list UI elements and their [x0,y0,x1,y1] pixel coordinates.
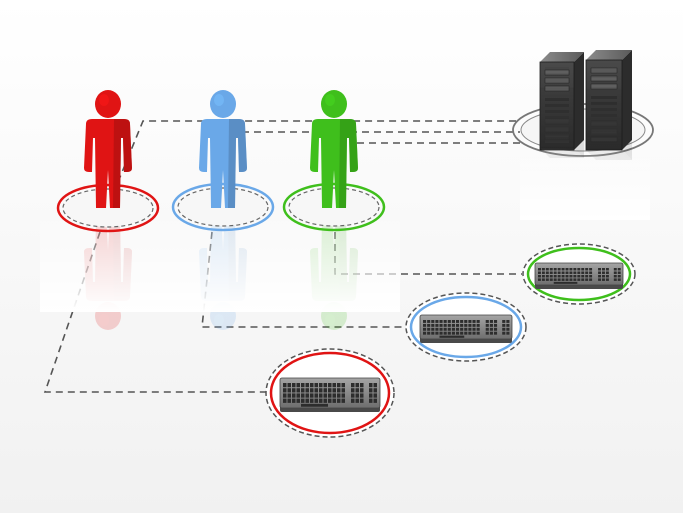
users [84,90,358,208]
user-red-ring [56,183,160,233]
person-icon [310,90,358,208]
keyboard-red [265,348,395,438]
server-tower-icon [512,50,654,220]
keyboard-icon [534,262,624,289]
connector-blue-keyboard [201,231,405,328]
connector-red-server [117,120,520,183]
keyboard-icon [279,377,381,412]
workstations [265,243,636,438]
connector-red-keyboard [43,231,268,393]
keyboard-green [522,243,636,305]
user-blue-ring [171,182,275,232]
keyboard-icon [419,314,513,343]
keyboard-blue [405,292,527,362]
person-icon [199,90,247,208]
user-green-ring [282,182,386,232]
user-rings [56,182,386,233]
reflection-fade [40,212,400,312]
person-icon [84,90,132,208]
